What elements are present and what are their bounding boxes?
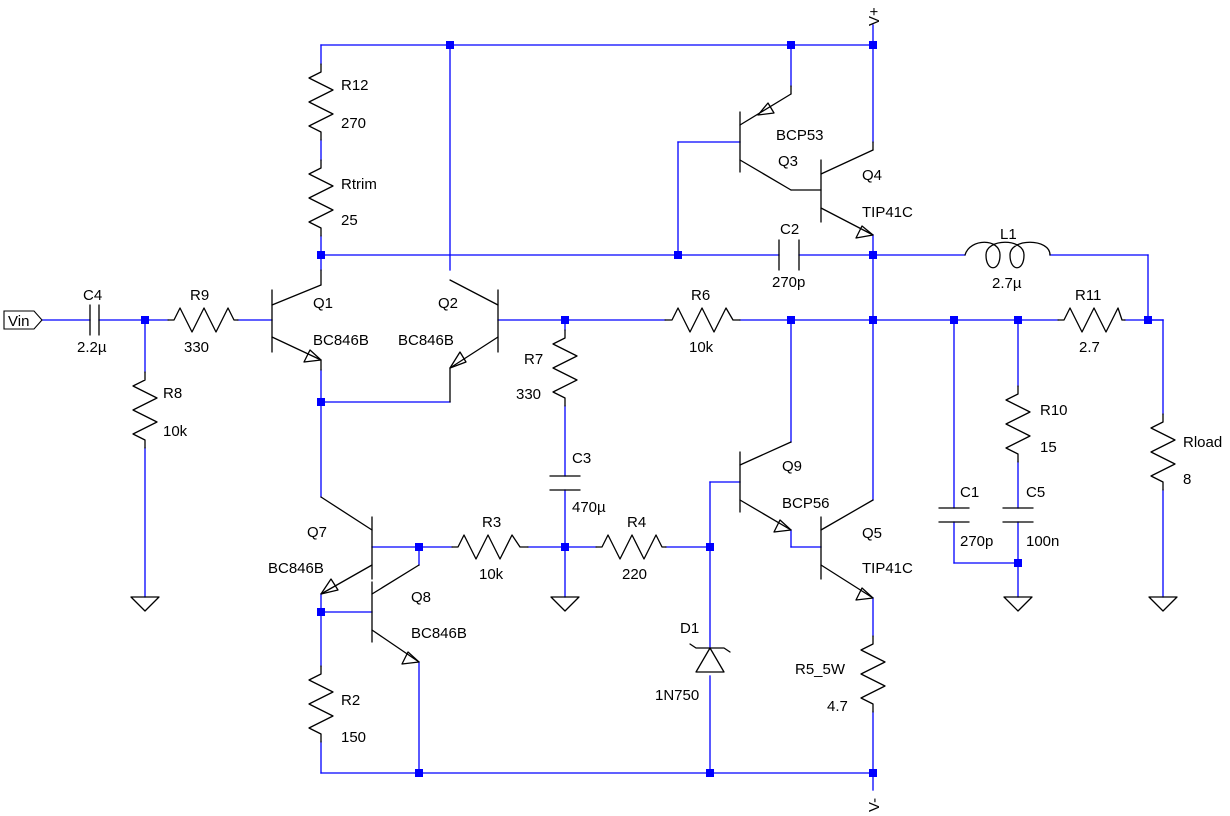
r12-ref: R12 (341, 77, 369, 94)
r11-value: 2.7 (1079, 339, 1100, 356)
r6-value: 10k (689, 339, 714, 356)
q8-ref: Q8 (411, 589, 431, 606)
r5-ref: R5_5W (795, 661, 846, 678)
r8-value: 10k (163, 423, 188, 440)
q9-value: BCP56 (782, 495, 830, 512)
r7-value: 330 (516, 386, 541, 403)
d1-value: 1N750 (655, 687, 699, 704)
q3-ref: Q3 (778, 153, 798, 170)
rload-ref: Rload (1183, 434, 1222, 451)
wires (41, 24, 1164, 791)
q1-value: BC846B (313, 332, 369, 349)
q3-value: BCP53 (776, 127, 824, 144)
c3-ref: C3 (572, 450, 591, 467)
l1-ref: L1 (1000, 226, 1017, 243)
r10-value: 15 (1040, 439, 1057, 456)
c4-value: 2.2µ (77, 339, 107, 356)
component-labels: C4 2.2µ R9 330 R8 10k R12 270 Rtrim 25 Q… (77, 77, 1222, 746)
c5-ref: C5 (1026, 484, 1045, 501)
component-bodies (89, 63, 1176, 743)
c1-value: 270p (960, 533, 993, 550)
r3-value: 10k (479, 566, 504, 583)
rtrim-value: 25 (341, 212, 358, 229)
q2-value: BC846B (398, 332, 454, 349)
q8-value: BC846B (411, 625, 467, 642)
r7-ref: R7 (524, 351, 543, 368)
r9-ref: R9 (190, 287, 209, 304)
q1-ref: Q1 (313, 295, 333, 312)
c2-value: 270p (772, 274, 805, 291)
q2-ref: Q2 (438, 295, 458, 312)
r5-value: 4.7 (827, 698, 848, 715)
c2-ref: C2 (780, 221, 799, 238)
d1-ref: D1 (680, 620, 699, 637)
junction-dots (141, 41, 1152, 777)
q7-value: BC846B (268, 560, 324, 577)
q4-value: TIP41C (862, 204, 913, 221)
r10-ref: R10 (1040, 402, 1068, 419)
r11-ref: R11 (1075, 287, 1101, 304)
q5-value: TIP41C (862, 560, 913, 577)
ground-symbols (130, 596, 1178, 612)
q4-ref: Q4 (862, 167, 882, 184)
r6-ref: R6 (691, 287, 710, 304)
l1-value: 2.7µ (992, 275, 1022, 292)
c1-ref: C1 (960, 484, 979, 501)
vin-label: Vin (8, 313, 29, 330)
vminus-label: V- (866, 798, 883, 812)
r4-ref: R4 (627, 514, 646, 531)
rload-value: 8 (1183, 471, 1191, 488)
r8-ref: R8 (163, 385, 182, 402)
r9-value: 330 (184, 339, 209, 356)
r4-value: 220 (622, 566, 647, 583)
vin-port-flag (3, 310, 43, 330)
c3-value: 470µ (572, 499, 606, 516)
c5-value: 100n (1026, 533, 1059, 550)
rtrim-ref: Rtrim (341, 176, 377, 193)
q7-ref: Q7 (307, 524, 327, 541)
r2-value: 150 (341, 729, 366, 746)
r3-ref: R3 (482, 514, 501, 531)
r2-ref: R2 (341, 692, 360, 709)
r12-value: 270 (341, 115, 366, 132)
q9-ref: Q9 (782, 458, 802, 475)
q5-ref: Q5 (862, 525, 882, 542)
c4-ref: C4 (83, 287, 102, 304)
vplus-label: V+ (866, 7, 883, 26)
